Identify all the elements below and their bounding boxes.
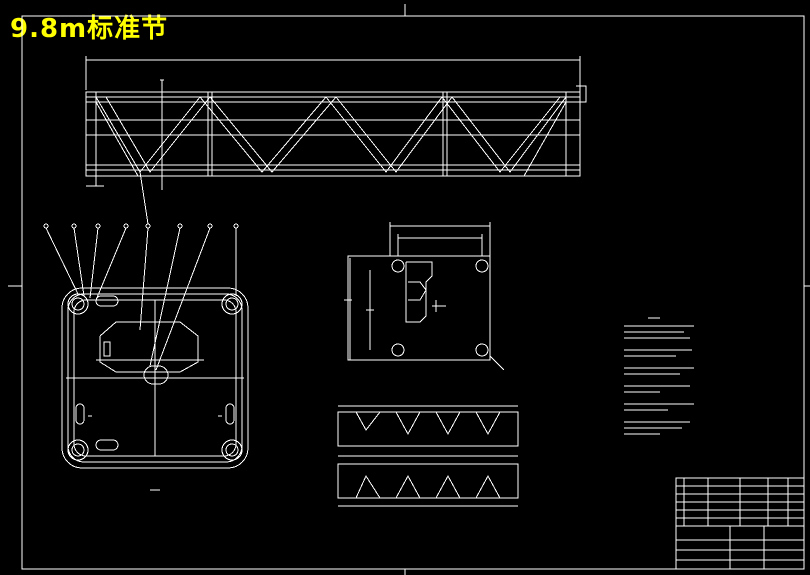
cross-section-view <box>43 223 249 491</box>
truss-elevation-view <box>85 56 587 225</box>
dimension-marks <box>160 79 584 311</box>
technical-notes-block <box>624 317 694 435</box>
drawing-frame <box>8 4 810 575</box>
plate-detail-view <box>347 222 505 371</box>
weld-detail-views <box>337 405 519 507</box>
drawing-title: 9.8m标准节 <box>10 14 169 44</box>
title-block <box>675 477 805 570</box>
